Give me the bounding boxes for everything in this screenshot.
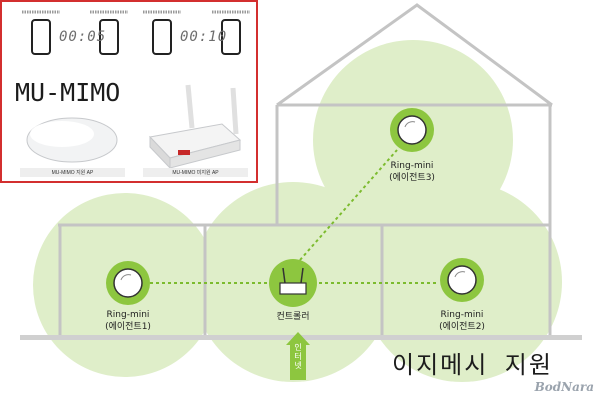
agent3-label: Ring-mini (에이전트3) bbox=[372, 160, 452, 184]
controller-label: 컨트롤러 bbox=[253, 311, 333, 323]
controller-name: 컨트롤러 bbox=[276, 312, 310, 322]
mesh-links bbox=[150, 149, 437, 284]
house-outline bbox=[58, 3, 553, 335]
phone-icon bbox=[22, 10, 60, 55]
ap-mumimo-image bbox=[26, 117, 118, 163]
ap-right-caption: MU-MIMO 미지원 AP bbox=[172, 170, 219, 176]
internet-arrow bbox=[286, 332, 310, 380]
inset-phones bbox=[22, 10, 250, 55]
agent2-label: Ring-mini (에이전트2) bbox=[422, 309, 502, 333]
link-controller-agent3 bbox=[299, 149, 398, 261]
ap-right-caption-bar bbox=[143, 168, 248, 177]
agent1-label: Ring-mini (에이전트1) bbox=[88, 309, 168, 333]
agent3-name: Ring-mini bbox=[390, 161, 434, 171]
watermark-logo: BodNara bbox=[534, 380, 594, 394]
agent2-name: Ring-mini bbox=[440, 310, 484, 320]
roof-line bbox=[276, 3, 553, 107]
phone-icon bbox=[143, 10, 181, 55]
node-controller-icon bbox=[269, 259, 317, 307]
agent1-role: (에이전트1) bbox=[105, 322, 151, 332]
agent2-role: (에이전트2) bbox=[439, 322, 485, 332]
internet-label: 인터넷 bbox=[294, 343, 302, 370]
ap-non-mumimo-image bbox=[148, 84, 242, 170]
node-agent2-icon bbox=[440, 258, 484, 302]
ap-left-caption: MU-MIMO 지원 AP bbox=[51, 170, 94, 176]
inset-timer-left: 00:05 bbox=[59, 29, 107, 45]
node-agent3-icon bbox=[390, 108, 434, 152]
phone-icon bbox=[90, 10, 128, 55]
ap-left-caption-bar bbox=[20, 168, 125, 177]
inset-title: MU-MIMO bbox=[15, 78, 121, 107]
node-agent1-icon bbox=[106, 261, 150, 305]
easymesh-caption: 이지메시 지원 bbox=[392, 351, 553, 379]
agent1-name: Ring-mini bbox=[106, 310, 150, 320]
phone-icon bbox=[212, 10, 250, 55]
inset-timer-right: 00:10 bbox=[180, 29, 228, 45]
agent3-role: (에이전트3) bbox=[389, 173, 435, 183]
